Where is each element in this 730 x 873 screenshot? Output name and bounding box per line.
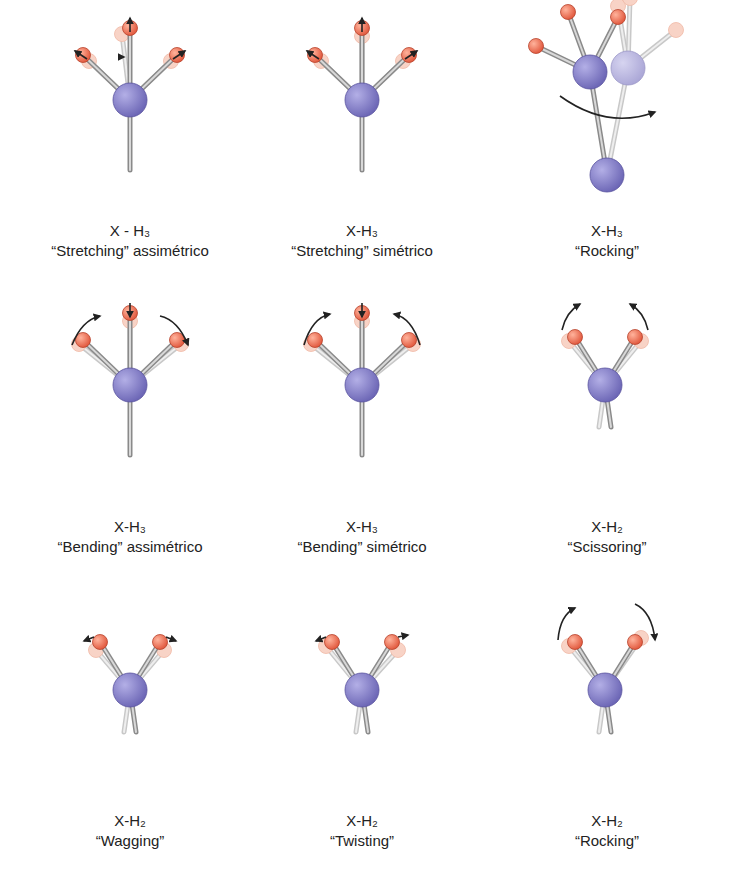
motion-arrow — [398, 635, 408, 637]
motion-arrow — [630, 304, 648, 330]
hydrogen-atom — [325, 635, 340, 650]
hydrogen-atom — [669, 23, 684, 38]
motion-arrow — [72, 316, 100, 345]
group-label: X - H₃ — [110, 222, 150, 240]
hydrogen-atom — [308, 48, 323, 63]
hydrogen-atom — [568, 330, 583, 345]
group-label: X-H₃ — [346, 518, 378, 536]
hydrogen-atom — [170, 48, 185, 63]
motion-arrow — [562, 304, 580, 330]
hydrogen-atom — [402, 333, 417, 348]
hydrogen-atom — [76, 48, 91, 63]
motion-arrow — [560, 96, 655, 118]
motion-arrow — [129, 303, 131, 317]
hydrogen-atom — [402, 48, 417, 63]
group-label: X-H₃ — [114, 518, 146, 536]
motion-arrow — [405, 51, 417, 59]
motion-arrow — [307, 51, 319, 59]
motion-arrow — [129, 18, 131, 32]
group-label: X-H₃ — [346, 222, 378, 240]
group-label: X-H₃ — [591, 222, 623, 240]
central-atom — [113, 83, 147, 117]
mode-label: “Rocking” — [575, 832, 639, 850]
group-label: X-H₂ — [114, 812, 146, 830]
central-atom — [611, 51, 645, 85]
motion-arrow — [635, 604, 655, 640]
motion-arrow — [558, 608, 575, 640]
hydrogen-atom — [561, 5, 576, 20]
hydrogen-atom — [529, 39, 544, 54]
mode-label: “Stretching” assimétrico — [51, 242, 209, 260]
central-atom — [113, 368, 147, 402]
central-atom — [588, 368, 622, 402]
motion-arrow — [394, 314, 420, 345]
neighbour-atom — [590, 158, 624, 192]
central-atom — [588, 673, 622, 707]
mode-label: “Bending” simétrico — [297, 538, 426, 556]
hydrogen-atom — [308, 333, 323, 348]
hydrogen-atom — [568, 635, 583, 650]
mode-label: “Stretching” simétrico — [291, 242, 433, 260]
hydrogen-atom — [385, 635, 400, 650]
motion-arrow — [173, 51, 185, 59]
motion-arrow — [166, 637, 176, 641]
hydrogen-atom — [623, 0, 638, 6]
mode-label: “Bending” assimétrico — [57, 538, 202, 556]
hydrogen-atom — [611, 10, 626, 25]
central-atom — [345, 368, 379, 402]
hydrogen-atom — [628, 330, 643, 345]
central-atom — [573, 55, 607, 89]
motion-arrow — [160, 316, 188, 345]
group-label: X-H₂ — [591, 518, 623, 536]
central-atom — [113, 673, 147, 707]
motion-arrow — [84, 637, 94, 641]
mode-label: “Twisting” — [330, 832, 394, 850]
hydrogen-atom — [628, 635, 643, 650]
motion-arrow — [316, 637, 326, 641]
motion-arrow — [361, 303, 363, 317]
group-label: X-H₂ — [591, 812, 623, 830]
mode-label: “Rocking” — [575, 242, 639, 260]
central-atom — [345, 673, 379, 707]
motion-arrow — [361, 18, 363, 32]
mode-label: “Wagging” — [96, 832, 165, 850]
hydrogen-atom — [153, 635, 168, 650]
motion-arrow — [75, 51, 87, 59]
mode-label: “Scissoring” — [567, 538, 646, 556]
motion-arrow — [304, 314, 330, 345]
hydrogen-atom — [93, 635, 108, 650]
group-label: X-H₂ — [346, 812, 378, 830]
central-atom — [345, 83, 379, 117]
